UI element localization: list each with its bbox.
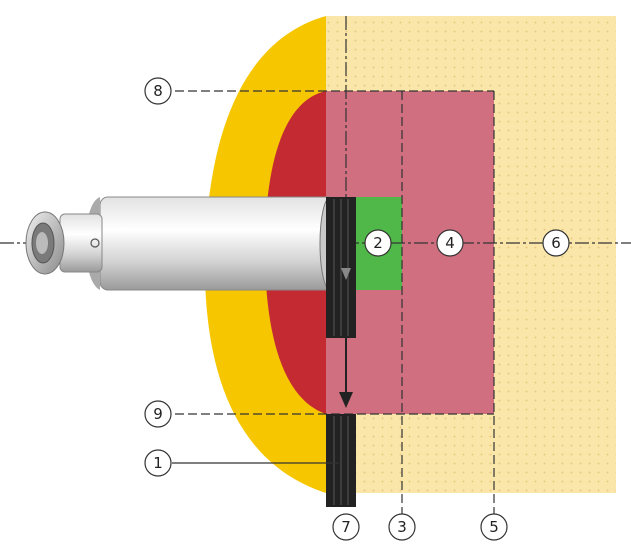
downward-arrow-icon xyxy=(339,205,353,408)
callout-9: 9 xyxy=(144,400,172,428)
callout-label-1: 1 xyxy=(153,454,163,472)
callout-label-6: 6 xyxy=(551,234,561,252)
target-plate-icon xyxy=(326,197,356,507)
sensor-body xyxy=(99,196,337,291)
callout-2: 2 xyxy=(364,229,392,257)
sensor-neck xyxy=(59,213,103,273)
callout-7: 7 xyxy=(332,513,360,541)
callout-label-7: 7 xyxy=(341,518,351,536)
sensor-pin xyxy=(90,238,100,248)
callout-label-8: 8 xyxy=(153,82,163,100)
callout-label-9: 9 xyxy=(153,405,163,423)
sensor-cap-core xyxy=(36,232,48,254)
callout-label-5: 5 xyxy=(489,518,499,536)
callout-3: 3 xyxy=(388,513,416,541)
callout-1: 1 xyxy=(144,449,172,477)
callout-4: 4 xyxy=(436,229,464,257)
callout-6: 6 xyxy=(542,229,570,257)
callout-label-4: 4 xyxy=(445,234,455,252)
arrow-head xyxy=(339,392,353,408)
callout-8: 8 xyxy=(144,77,172,105)
arrow-head-upper xyxy=(341,268,351,280)
callout-label-2: 2 xyxy=(373,234,383,252)
callout-5: 5 xyxy=(480,513,508,541)
callout-label-3: 3 xyxy=(397,518,407,536)
cylindrical-sensor-icon xyxy=(25,196,341,291)
